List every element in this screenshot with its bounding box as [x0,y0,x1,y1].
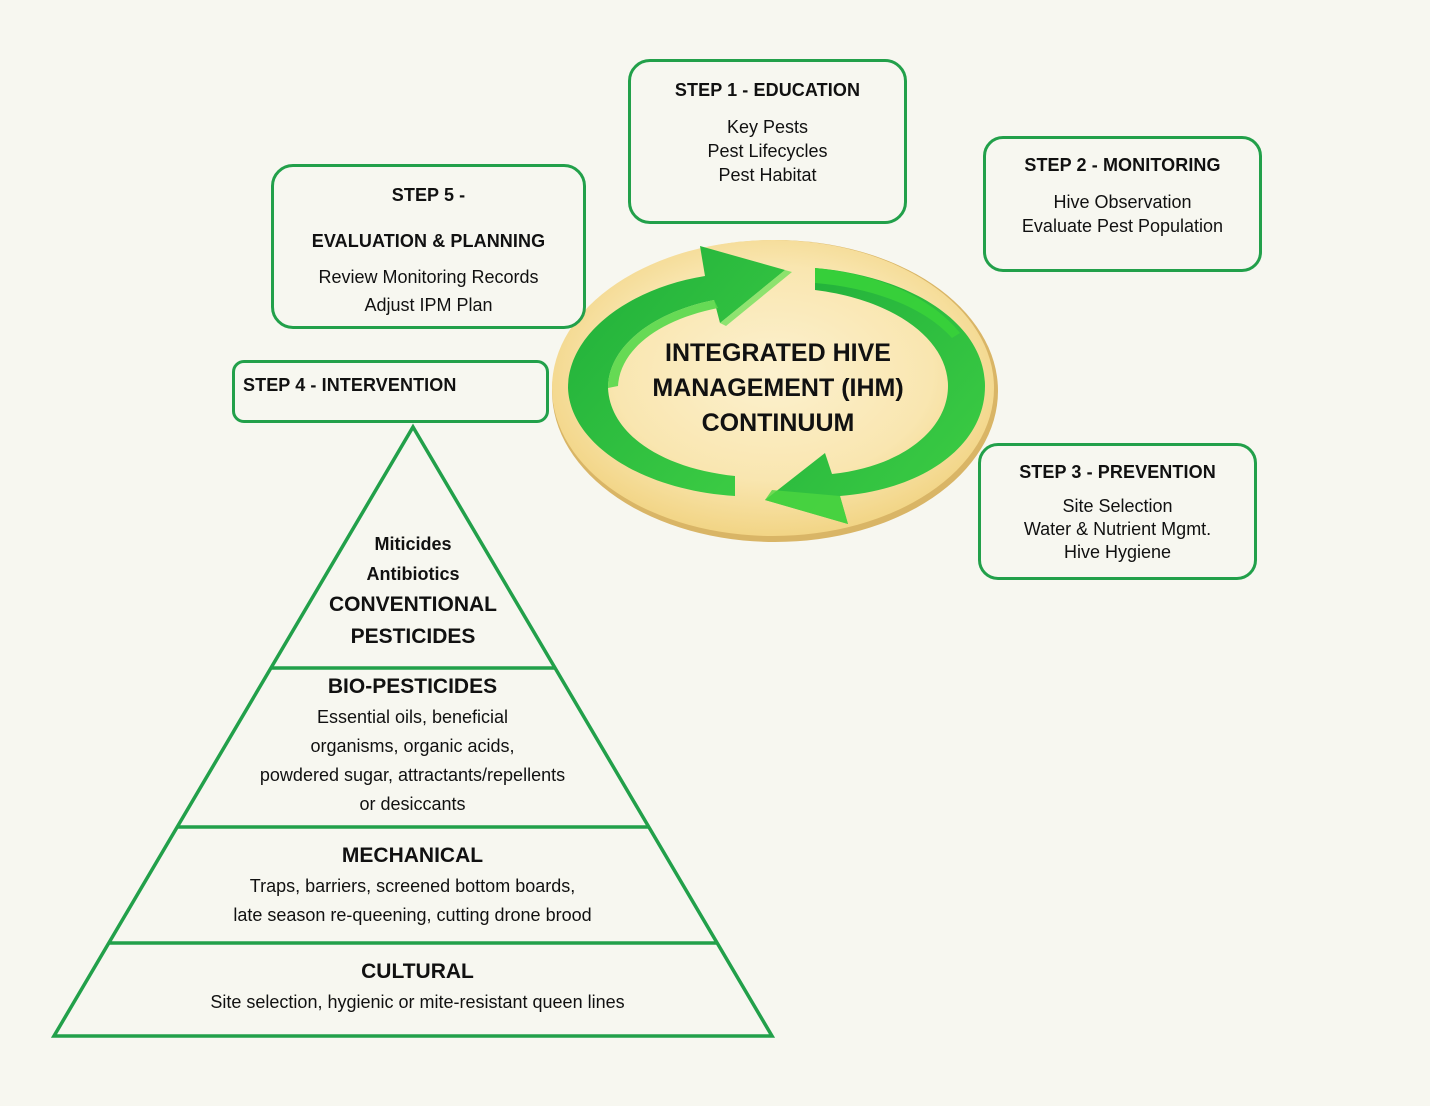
tier-line: powdered sugar, attractants/repellents [259,765,566,785]
pyramid-tier-bio-pesticides: BIO-PESTICIDES Essential oils, beneficia… [180,671,645,819]
pyramid-tier-mechanical: MECHANICAL Traps, barriers, screened bot… [110,840,715,930]
arrow-right-arc-highlight [815,268,960,338]
tier-line: late season re-queening, cutting drone b… [233,905,592,925]
step-5-box: STEP 5 - EVALUATION & PLANNING Review Mo… [271,164,586,329]
tier-subitem: Miticides [374,534,452,554]
arrow-left-arc [568,246,785,496]
step-4-title: STEP 4 - INTERVENTION [243,375,457,395]
tier-heading: CULTURAL [361,960,474,983]
pyramid-tier-cultural: CULTURAL Site selection, hygienic or mit… [60,956,775,1017]
tier-line: or desiccants [359,794,466,814]
tier-line: Site selection, hygienic or mite-resista… [210,992,625,1012]
step-5-title-line: EVALUATION & PLANNING [311,231,546,251]
arrow-left-head-highlight [700,246,792,326]
step-item: Hive Hygiene [1063,542,1172,562]
tier-heading: CONVENTIONAL [329,593,497,616]
step-item: Review Monitoring Records [318,267,539,287]
step-item: Pest Lifecycles [707,141,828,161]
step-item: Pest Habitat [718,165,817,185]
step-3-box: STEP 3 - PREVENTION Site Selection Water… [978,443,1257,580]
arrow-right-arc [765,268,985,524]
step-5-title-line: STEP 5 - [391,185,466,205]
step-item: Key Pests [726,117,809,137]
center-title-line: INTEGRATED HIVE [665,339,891,367]
step-2-title: STEP 2 - MONITORING [1024,155,1221,175]
step-2-box: STEP 2 - MONITORING Hive Observation Eva… [983,136,1262,272]
step-item: Adjust IPM Plan [364,295,493,315]
cycle-center-title: INTEGRATED HIVE MANAGEMENT (IHM) CONTINU… [600,336,956,441]
arrow-right-head-highlight [765,490,848,524]
step-1-title: STEP 1 - EDUCATION [674,80,861,100]
tier-heading: MECHANICAL [341,844,484,867]
step-1-box: STEP 1 - EDUCATION Key Pests Pest Lifecy… [628,59,907,224]
step-4-box: STEP 4 - INTERVENTION [232,360,549,423]
step-1-items: Key Pests Pest Lifecycles Pest Habitat [631,115,904,187]
step-item: Site Selection [1062,496,1173,516]
step-item: Evaluate Pest Population [1021,216,1224,236]
step-item: Water & Nutrient Mgmt. [1023,519,1212,539]
step-item: Hive Observation [1053,192,1192,212]
tier-subitem: Antibiotics [366,564,460,584]
step-2-items: Hive Observation Evaluate Pest Populatio… [986,190,1259,238]
center-title-line: CONTINUUM [701,409,855,437]
tier-heading: BIO-PESTICIDES [327,675,498,698]
arrow-left-arc-highlight [608,300,718,388]
step-5-items: Review Monitoring Records Adjust IPM Pla… [274,263,583,319]
center-title-line: MANAGEMENT (IHM) [652,374,904,402]
ihm-cycle-graphic [552,240,998,542]
tier-line: organisms, organic acids, [310,736,515,756]
step-3-items: Site Selection Water & Nutrient Mgmt. Hi… [981,495,1254,564]
tier-line: Essential oils, beneficial [316,707,509,727]
tier-heading: PESTICIDES [350,625,476,648]
pyramid-tier-conventional: Miticides Antibiotics CONVENTIONAL PESTI… [263,529,563,653]
tier-line: Traps, barriers, screened bottom boards, [249,876,576,896]
step-3-title: STEP 3 - PREVENTION [1019,462,1216,482]
